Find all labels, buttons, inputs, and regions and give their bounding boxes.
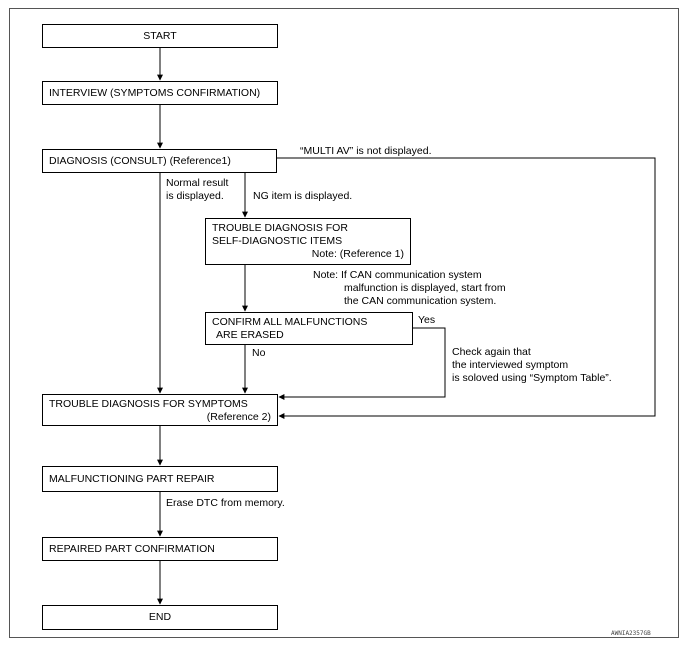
confirm-malfunctions-box: CONFIRM ALL MALFUNCTIONS ARE ERASED	[205, 312, 413, 345]
start-box: START	[42, 24, 278, 48]
check-again-line1: Check again that	[452, 346, 531, 358]
can-note-line2: malfunction is displayed, start from	[344, 282, 506, 294]
no-label: No	[252, 347, 266, 359]
repaired-confirm-label: REPAIRED PART CONFIRMATION	[49, 542, 215, 555]
normal-result-label-1: Normal result	[166, 177, 229, 189]
end-box: END	[42, 605, 278, 630]
arrow-multi-av-not-displayed	[277, 157, 656, 419]
multi-av-label: “MULTI AV” is not displayed.	[300, 145, 432, 157]
erase-dtc-label: Erase DTC from memory.	[166, 497, 285, 509]
diagnosis-box: DIAGNOSIS (CONSULT) (Reference1)	[42, 149, 277, 173]
trouble-symptoms-label: TROUBLE DIAGNOSIS FOR SYMPTOMS	[49, 398, 248, 410]
ng-item-label: NG item is displayed.	[253, 190, 353, 202]
check-again-line2: the interviewed symptom	[452, 359, 569, 371]
start-label: START	[143, 29, 177, 42]
normal-result-label-2: is displayed.	[166, 190, 224, 202]
repaired-confirm-box: REPAIRED PART CONFIRMATION	[42, 537, 278, 561]
end-label: END	[148, 611, 172, 623]
interview-box: INTERVIEW (SYMPTOMS CONFIRMATION)	[42, 81, 278, 105]
repair-box: MALFUNCTIONING PART REPAIR	[42, 466, 278, 492]
yes-label: Yes	[418, 314, 436, 326]
trouble-self-diag-box: TROUBLE DIAGNOSIS FOR SELF-DIAGNOSTIC IT…	[205, 218, 411, 265]
diagnosis-label: DIAGNOSIS (CONSULT) (Reference1)	[49, 154, 231, 167]
trouble-symptoms-box: TROUBLE DIAGNOSIS FOR SYMPTOMS (Referenc…	[42, 394, 278, 426]
trouble-self-diag-line1: TROUBLE DIAGNOSIS FOR	[212, 222, 348, 234]
check-again-line3: is soloved using “Symptom Table”.	[452, 372, 612, 384]
confirm-line2: ARE ERASED	[216, 329, 284, 341]
can-note-line1: Note: If CAN communication system	[313, 269, 482, 281]
repair-label: MALFUNCTIONING PART REPAIR	[49, 472, 215, 485]
confirm-line1: CONFIRM ALL MALFUNCTIONS	[212, 316, 368, 328]
arrow-confirm-yes	[278, 327, 446, 400]
interview-label: INTERVIEW (SYMPTOMS CONFIRMATION)	[49, 86, 261, 99]
trouble-self-diag-line2: SELF-DIAGNOSTIC ITEMS	[212, 235, 343, 247]
can-note-line3: the CAN communication system.	[344, 295, 497, 307]
trouble-self-diag-note: Note: (Reference 1)	[311, 248, 404, 260]
trouble-symptoms-ref: (Reference 2)	[206, 411, 271, 423]
figure-code: AWNIA2357GB	[611, 630, 651, 637]
diagram-frame	[9, 8, 679, 638]
